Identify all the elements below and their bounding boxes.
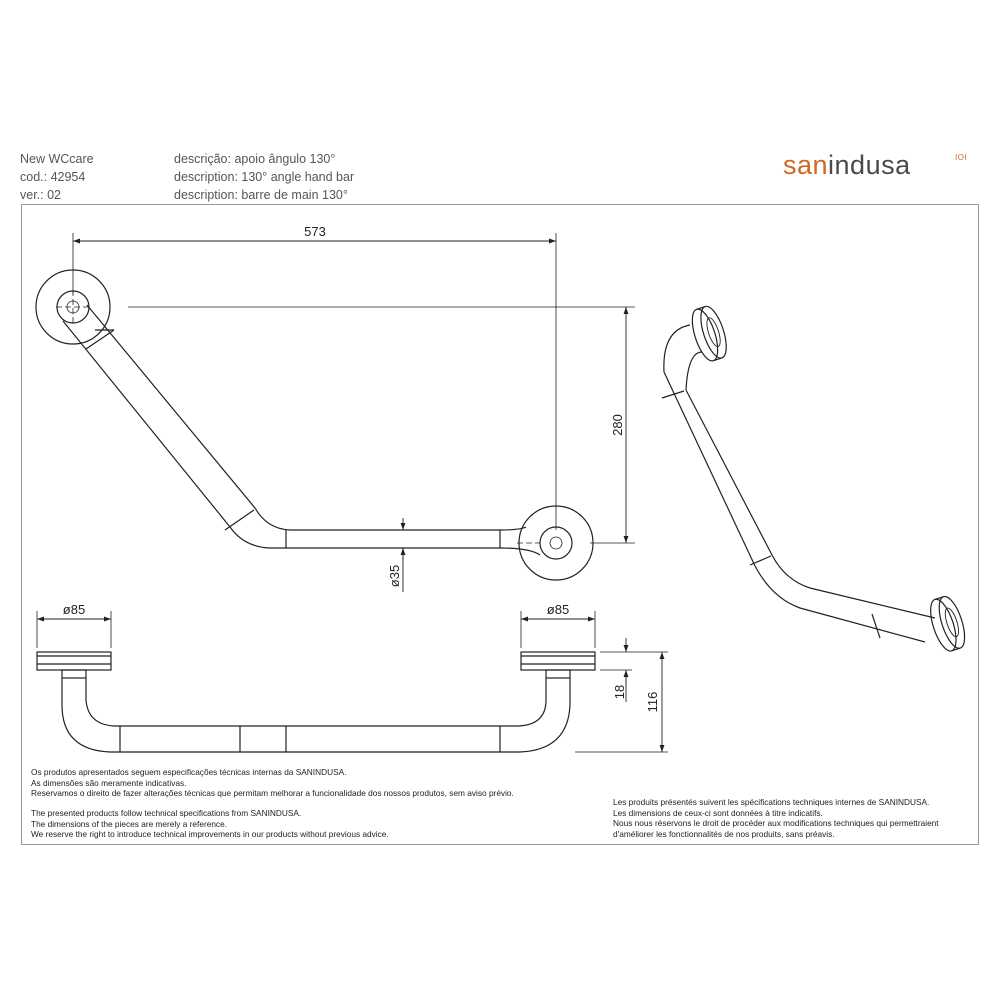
- note-line: The presented products follow technical …: [31, 808, 302, 818]
- upper-flange-3d: [691, 305, 727, 362]
- bar-tube-side: [61, 678, 571, 753]
- lower-flange-3d: [930, 595, 966, 652]
- right-flange-side: [520, 651, 596, 671]
- note-line: Les dimensions de ceux-ci sont données à…: [613, 807, 823, 818]
- version-label: ver.: 02: [20, 188, 61, 202]
- notes-french: Les produits présentés suivent les spéci…: [613, 797, 939, 839]
- perspective-view: [661, 305, 966, 652]
- dim-height: 280: [610, 414, 625, 436]
- dim-width: 573: [304, 224, 326, 239]
- note-line: We reserve the right to introduce techni…: [31, 829, 389, 839]
- dim-flange-right: ø85: [547, 602, 569, 617]
- note-line: The dimensions of the pieces are merely …: [31, 818, 227, 829]
- side-view: [36, 651, 596, 753]
- logo-part-1: san: [783, 150, 829, 180]
- description-en: description: 130° angle hand bar: [174, 170, 355, 184]
- product-code: cod.: 42954: [20, 170, 86, 184]
- logo-part-2: indusa: [828, 150, 911, 180]
- note-line: Os produtos apresentados seguem especifi…: [31, 767, 347, 777]
- bar-tube-front: [62, 320, 541, 556]
- description-fr: description: barre de main 130°: [174, 188, 348, 202]
- dim-tube-diameter: ø35: [387, 565, 402, 587]
- note-line: Les produits présentés suivent les spéci…: [613, 797, 930, 807]
- dim-projection: 116: [645, 692, 660, 713]
- collection-name: New WCcare: [20, 152, 94, 166]
- front-view: [35, 269, 594, 581]
- left-flange-side: [36, 651, 112, 671]
- dim-flange-left: ø85: [63, 602, 85, 617]
- product-descriptions: descrição: apoio ângulo 130° description…: [174, 150, 354, 204]
- bar-tube-3d: [663, 371, 936, 643]
- notes-portuguese: Os produtos apresentados seguem especifi…: [31, 767, 514, 799]
- note-line: Nous nous réservons le droit de procéder…: [613, 818, 939, 828]
- brand-logo: sanindusa IOI: [783, 150, 967, 181]
- dim-flange-thickness: 18: [612, 685, 627, 699]
- product-info: New WCcare cod.: 42954 ver.: 02: [20, 150, 94, 204]
- drawing-frame: [21, 204, 979, 845]
- note-line: d'améliorer les fonctionnalités de nos p…: [613, 828, 835, 839]
- note-line: As dimensões são meramente indicativas.: [31, 777, 187, 788]
- note-line: Reservamos o direito de fazer alterações…: [31, 788, 514, 798]
- notes-english: The presented products follow technical …: [31, 808, 389, 840]
- description-pt: descrição: apoio ângulo 130°: [174, 152, 336, 166]
- logo-mark-icon: IOI: [955, 153, 968, 162]
